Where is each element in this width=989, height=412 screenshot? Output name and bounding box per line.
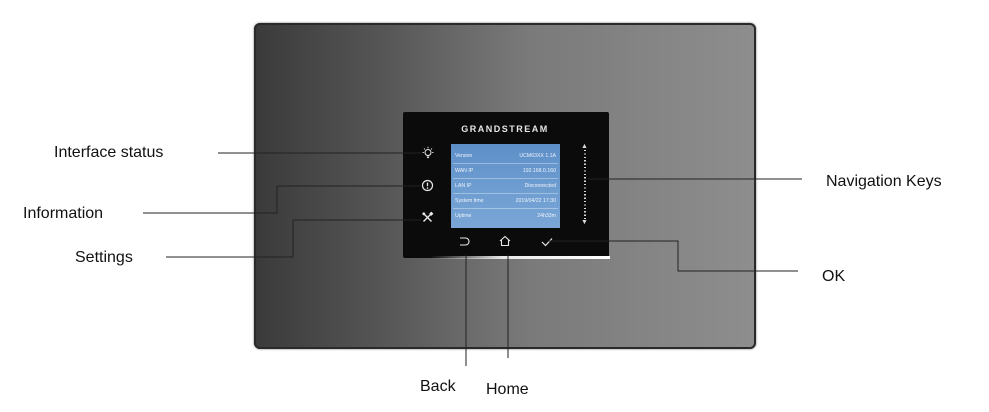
screen-row-key: WAN IP (455, 168, 474, 174)
screen-divider (453, 208, 558, 209)
screen-row-system-time: System time 2019/04/22 17:30 (451, 194, 560, 208)
info-circle-icon[interactable] (421, 179, 434, 196)
nav-down-arrow-icon[interactable]: ▼ (581, 219, 588, 226)
label-ok: OK (822, 268, 846, 285)
screen-row-key: System time (455, 198, 484, 204)
screen-row-uptime: Uptime 24h33m (451, 209, 560, 223)
label-back: Back (420, 378, 456, 395)
navigation-strip-icon[interactable] (584, 150, 586, 220)
screen-row-wan-ip: WAN IP 192.168.0.160 (451, 164, 560, 178)
tools-icon[interactable] (421, 211, 434, 228)
screen-row-key: Uptime (455, 213, 472, 219)
leader-ok (548, 240, 798, 272)
brand-logo: GRANDSTREAM (461, 124, 549, 134)
panel-edge-highlight (430, 256, 610, 259)
screen-row-value: 2019/04/22 17:30 (515, 198, 556, 204)
leader-settings (166, 219, 421, 258)
back-arrow-icon[interactable] (457, 236, 471, 252)
screen-row-lan-ip: LAN IP Disconnected (451, 179, 560, 193)
label-settings: Settings (75, 249, 133, 266)
lcd-screen: Version UCM63XX 1.1A WAN IP 192.168.0.16… (451, 144, 560, 228)
label-home: Home (486, 381, 529, 398)
leader-information (143, 185, 421, 214)
label-interface-status: Interface status (54, 144, 164, 161)
home-icon[interactable] (498, 235, 512, 251)
screen-row-value: UCM63XX 1.1A (519, 153, 556, 159)
screen-row-value: Disconnected (524, 183, 556, 189)
label-navigation-keys: Navigation Keys (826, 173, 942, 190)
screen-divider (453, 193, 558, 194)
screen-row-key: Version (455, 153, 473, 159)
label-information: Information (23, 205, 104, 222)
screen-row-key: LAN IP (455, 183, 472, 189)
screen-row-value: 24h33m (537, 213, 556, 219)
screen-row-version: Version UCM63XX 1.1A (451, 149, 560, 163)
lightbulb-icon[interactable] (421, 146, 435, 164)
nav-up-arrow-icon[interactable]: ▲ (581, 143, 588, 150)
screen-divider (453, 178, 558, 179)
screen-row-value: 192.168.0.160 (522, 168, 556, 174)
screen-divider (453, 163, 558, 164)
